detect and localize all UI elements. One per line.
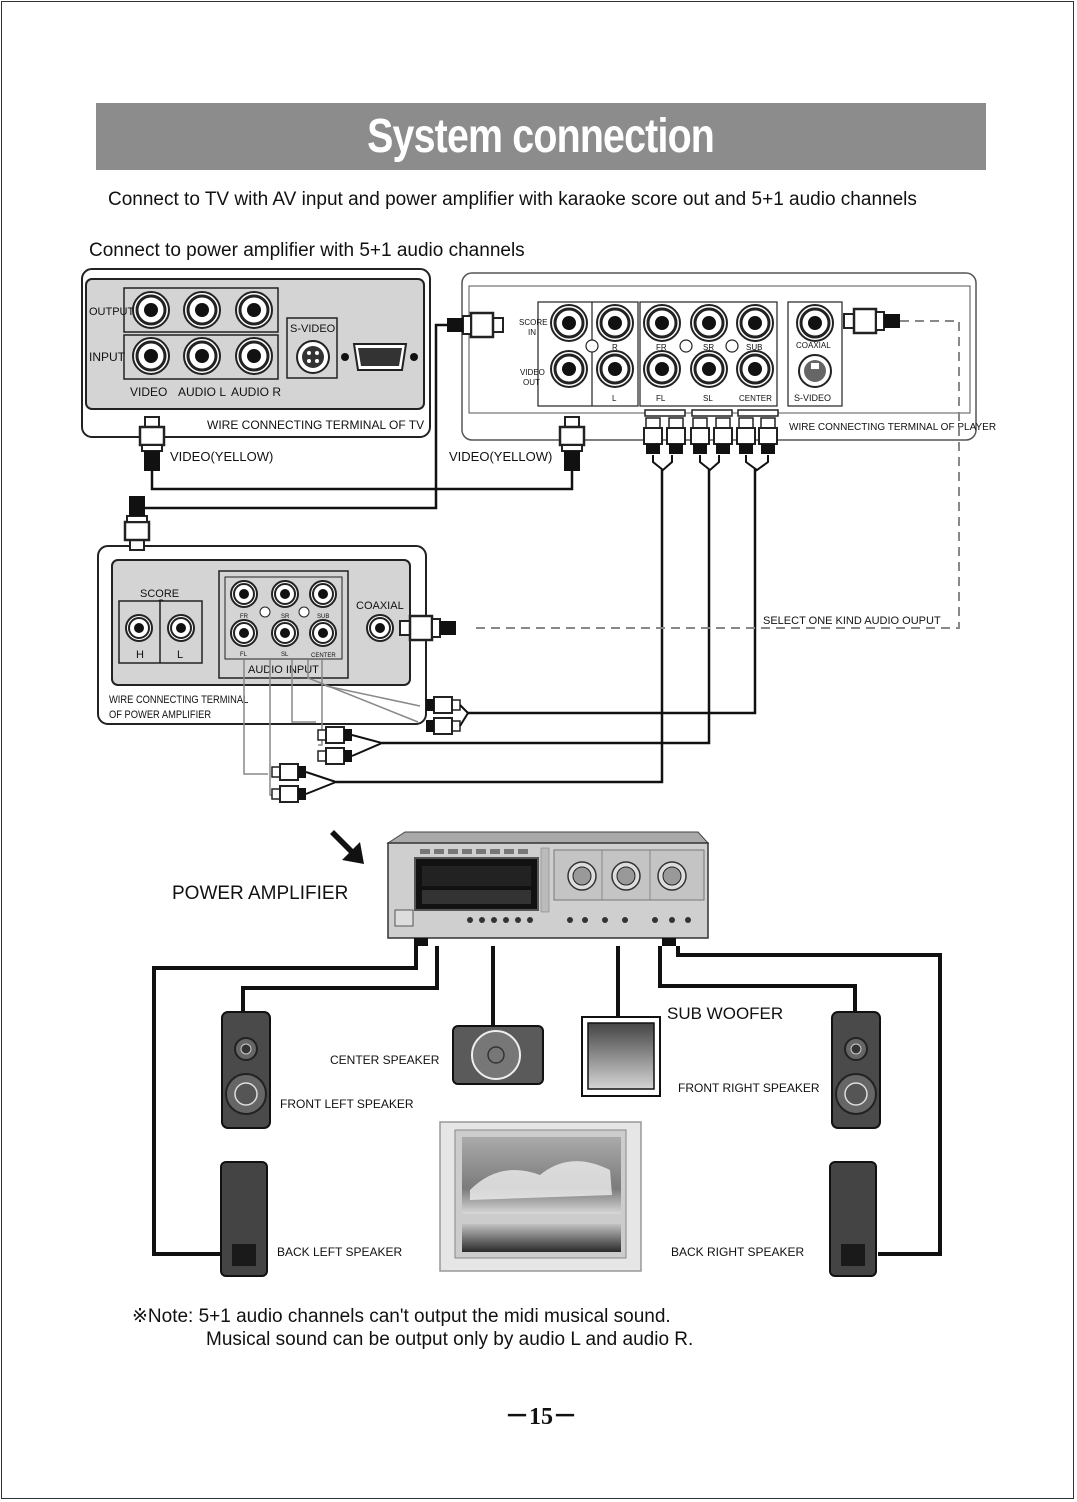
front-right-speaker-label: FRONT RIGHT SPEAKER: [678, 1081, 820, 1095]
amp-sr-label: SR: [281, 614, 290, 620]
power-amplifier-label: POWER AMPLIFIER: [172, 883, 348, 904]
rca-plugs: [123, 307, 902, 803]
speaker-wires: [152, 946, 942, 1256]
back-left-speaker-label: BACK LEFT SPEAKER: [277, 1245, 402, 1259]
tv-terminal-panel: OUTPUT INPUT S-VIDEO VIDEO AUDIO L AUDIO…: [81, 268, 431, 438]
amp-h-label: H: [136, 649, 144, 661]
amp-center-label: CENTER: [311, 653, 336, 659]
amp-sub-label: SUB: [317, 614, 329, 620]
amp-terminal-panel: SCORE H L FR SR SUB FL SL CENTER AUDIO I…: [97, 545, 427, 725]
amp-sl-label: SL: [281, 652, 289, 658]
player-fr-label: FR: [656, 343, 667, 352]
note-line2: Musical sound can be output only by audi…: [206, 1329, 694, 1350]
player-l-label: L: [612, 394, 617, 403]
amp-coaxial-label: COAXIAL: [356, 600, 404, 612]
power-amplifier-device: [386, 831, 710, 946]
coaxial-dashed-cable: [470, 320, 960, 629]
amp-caption-line1: WIRE CONNECTING TERMINAL: [109, 694, 249, 706]
tv-svideo-label: S-VIDEO: [290, 323, 336, 335]
section-title: Connect to power amplifier with 5+1 audi…: [89, 240, 525, 261]
tv-video-label: VIDEO: [130, 385, 167, 399]
player-fl-label: FL: [656, 394, 666, 403]
player-sl-label: SL: [703, 394, 713, 403]
back-left-speaker-icon: [220, 1161, 268, 1277]
tv-cable-label: VIDEO(YELLOW): [170, 449, 273, 464]
player-in-label: IN: [528, 328, 536, 337]
amp-fr-label: FR: [240, 614, 249, 620]
subwoofer-label: SUB WOOFER: [667, 1004, 783, 1023]
amp-6ch-plugs: [271, 696, 469, 803]
subtitle: Connect to TV with AV input and power am…: [108, 189, 917, 210]
page-number: －15－: [505, 1404, 577, 1430]
amp-score-label: SCORE: [140, 588, 179, 600]
amp-audio-input-label: AUDIO INPUT: [248, 664, 319, 676]
select-audio-label: SELECT ONE KIND AUDIO OUPUT: [763, 615, 941, 627]
subwoofer-icon: [581, 1016, 661, 1097]
tv-input-label: INPUT: [89, 350, 126, 364]
player-terminal-panel: SCORE IN VIDEO OUT R L FR SR SUB FL SL C…: [461, 272, 996, 441]
player-video-label: VIDEO: [520, 368, 545, 377]
tv-icon: [439, 1121, 642, 1272]
front-right-speaker-icon: [831, 1011, 881, 1129]
back-right-speaker-icon: [829, 1161, 877, 1277]
amp-l-label: L: [177, 649, 183, 661]
back-right-speaker-label: BACK RIGHT SPEAKER: [671, 1245, 804, 1259]
tv-audio-r-label: AUDIO R: [231, 385, 281, 399]
front-left-speaker-icon: [221, 1011, 271, 1129]
tv-audio-l-label: AUDIO L: [178, 385, 226, 399]
title-banner: System connection: [96, 103, 986, 170]
player-score-label: SCORE: [519, 318, 547, 327]
player-r-label: R: [612, 343, 618, 352]
center-speaker-icon: [452, 1025, 544, 1085]
amp-fl-label: FL: [240, 652, 248, 658]
player-sr-label: SR: [703, 343, 714, 352]
note-line1: ※Note: 5+1 audio channels can't output t…: [132, 1306, 671, 1327]
player-6ch-plugs: [643, 409, 779, 472]
page-title: System connection: [367, 110, 716, 163]
arrow-icon: [330, 830, 364, 864]
player-cable-label: VIDEO(YELLOW): [449, 449, 552, 464]
player-coaxial-label: COAXIAL: [796, 341, 831, 350]
player-out-label: OUT: [523, 378, 540, 387]
tv-output-label: OUTPUT: [89, 306, 135, 318]
player-center-label: CENTER: [739, 394, 772, 403]
tv-panel-caption: WIRE CONNECTING TERMINAL OF TV: [207, 418, 424, 432]
front-left-speaker-label: FRONT LEFT SPEAKER: [280, 1097, 414, 1111]
player-sub-label: SUB: [746, 343, 762, 352]
center-speaker-label: CENTER SPEAKER: [330, 1053, 440, 1067]
player-panel-caption: WIRE CONNECTING TERMINAL OF PLAYER: [789, 422, 996, 433]
player-svideo-label: S-VIDEO: [794, 393, 831, 403]
amp-caption-line2: OF POWER AMPLIFIER: [109, 709, 211, 721]
